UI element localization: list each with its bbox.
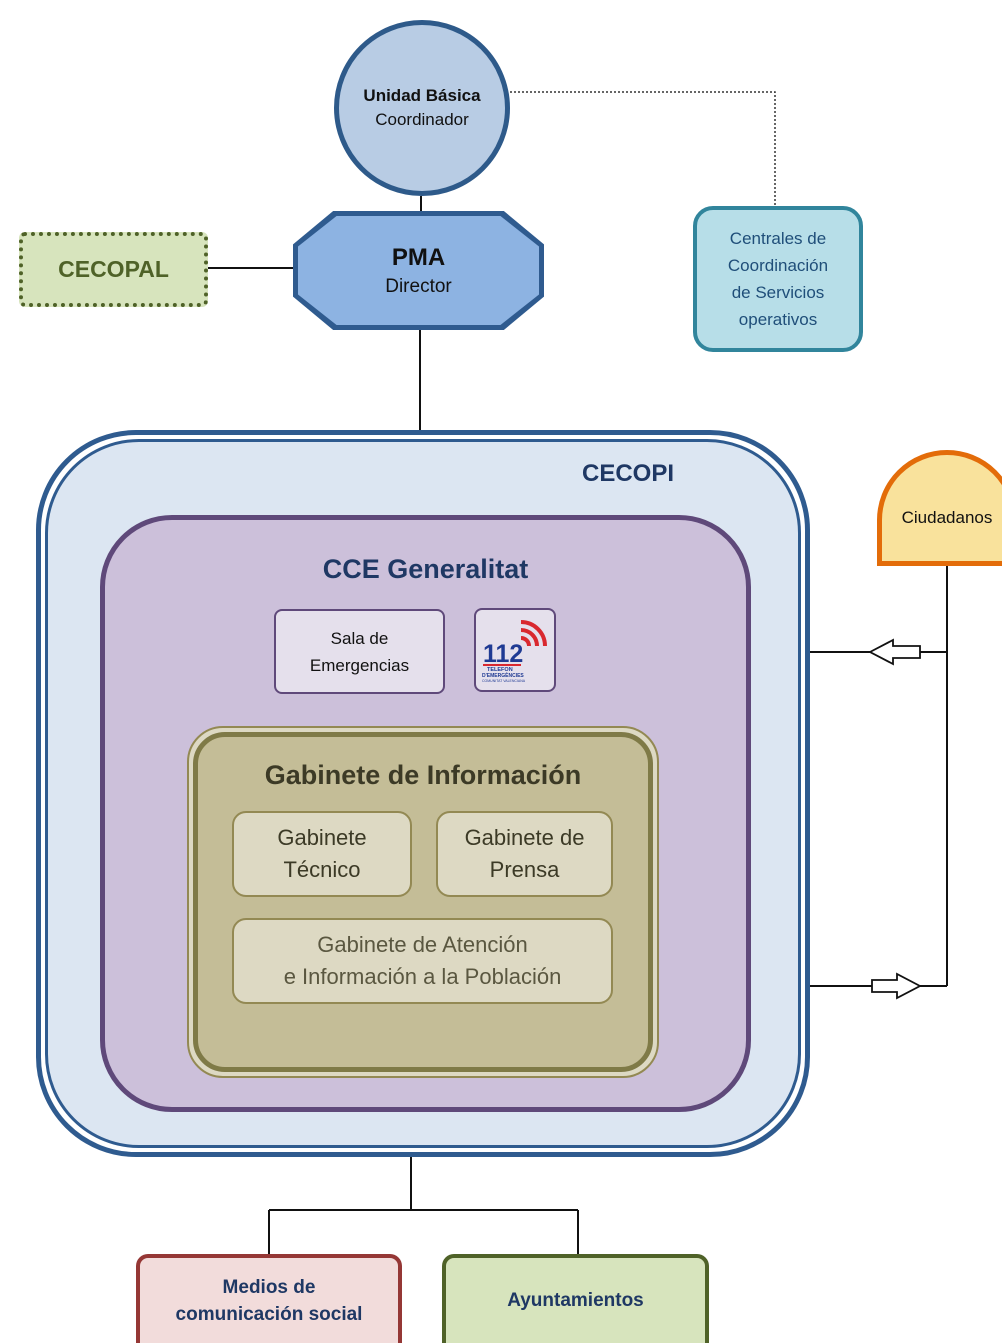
cecopal-label: CECOPAL — [58, 256, 169, 282]
logo-112-node: 112 TELEFON D'EMERGÈNCIES COMUNITAT VALE… — [474, 608, 556, 692]
gabinete-inner-ring — [193, 732, 653, 1072]
centrales-node: Centrales de Coordinación de Servicios o… — [693, 206, 863, 352]
centrales-line4: operativos — [738, 310, 818, 329]
gabinete-prensa-line1: Gabinete de — [464, 825, 585, 850]
gabinete-atencion-line2: e Información a la Población — [283, 964, 562, 989]
gabinete-prensa-line2: Prensa — [489, 857, 560, 882]
arrow-left — [868, 638, 921, 666]
gabinete-informacion-container — [187, 726, 659, 1078]
ciudadanos-label: Ciudadanos — [901, 508, 993, 527]
centrales-line1: Centrales de — [729, 229, 827, 248]
arrow-right — [871, 972, 922, 1000]
logo-112-line1: TELEFON — [487, 667, 513, 673]
unidad-basica-node: Unidad Básica Coordinador — [334, 20, 510, 196]
dotted-connector — [510, 91, 776, 206]
cce-generalitat-label: CCE Generalitat — [322, 554, 529, 584]
medios-comunicacion-node: Medios de comunicación social — [136, 1254, 402, 1343]
sala-emergencias-node: Sala de Emergencias — [274, 609, 445, 694]
unidad-basica-title: Unidad Básica — [363, 86, 481, 105]
logo-112-line3: COMUNITAT VALENCIANA — [482, 679, 526, 683]
centrales-line3: de Servicios — [731, 283, 825, 302]
gabinete-tecnico-line2: Técnico — [283, 857, 361, 882]
emergency-112-logo-icon: 112 TELEFON D'EMERGÈNCIES COMUNITAT VALE… — [482, 620, 547, 683]
logo-112-line2: D'EMERGÈNCIES — [482, 671, 524, 679]
cecopal-node: CECOPAL — [19, 232, 208, 307]
ayuntamientos-node: Ayuntamientos — [442, 1254, 709, 1343]
gabinete-prensa-node: Gabinete de Prensa — [436, 811, 613, 897]
medios-line2: comunicación social — [175, 1303, 363, 1325]
gabinete-tecnico-line1: Gabinete — [277, 825, 367, 850]
medios-line1: Medios de — [222, 1276, 316, 1298]
sala-line2: Emergencias — [309, 655, 410, 675]
logo-112-number: 112 — [483, 640, 523, 668]
pma-node: PMA Director — [293, 211, 544, 330]
centrales-line2: Coordinación — [727, 256, 829, 275]
unidad-basica-role: Coordinador — [375, 110, 469, 129]
ayuntamientos-label: Ayuntamientos — [507, 1289, 644, 1311]
gabinete-tecnico-node: Gabinete Técnico — [232, 811, 412, 897]
gabinete-atencion-line1: Gabinete de Atención — [317, 932, 528, 957]
cecopi-label: CECOPI — [582, 460, 675, 487]
gabinete-atencion-node: Gabinete de Atención e Información a la … — [232, 918, 613, 1004]
pma-title: PMA — [391, 243, 446, 271]
pma-role: Director — [385, 275, 452, 297]
gabinete-informacion-label: Gabinete de Información — [264, 760, 582, 790]
ciudadanos-node: Ciudadanos — [877, 450, 1002, 566]
sala-line1: Sala de — [330, 628, 389, 648]
